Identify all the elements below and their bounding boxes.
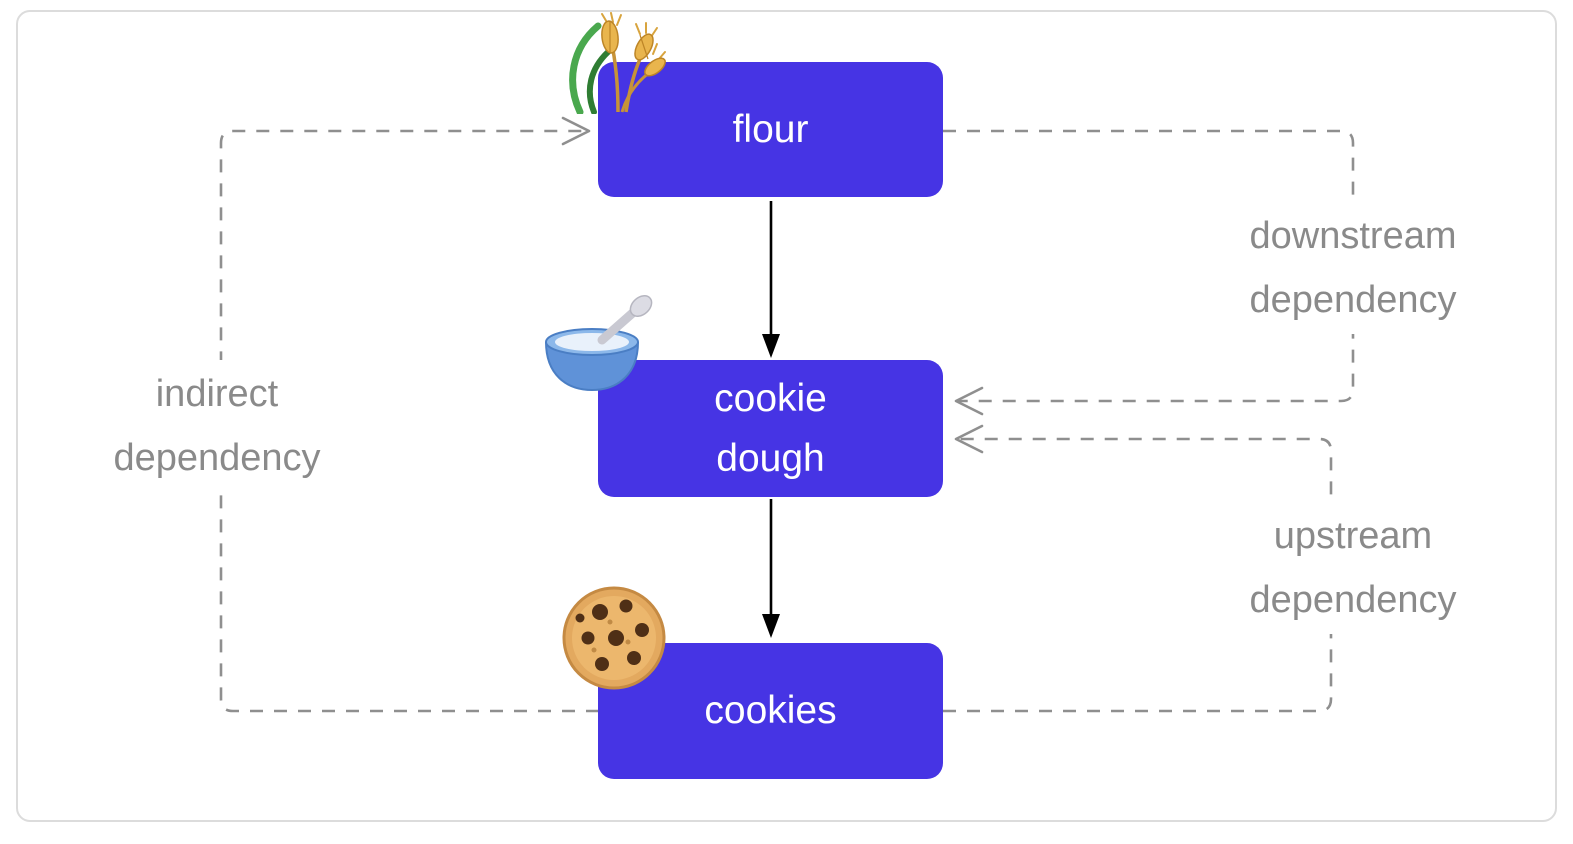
edge-label-indirect-dependency: indirect dependency xyxy=(101,360,333,492)
edge-label-downstream-dependency: downstream dependency xyxy=(1237,202,1469,334)
edge-label-upstream-line2: dependency xyxy=(1249,579,1457,621)
edge-label-downstream-line2: dependency xyxy=(1249,279,1457,321)
edge-indirect-dependency xyxy=(219,129,599,713)
node-flour-label: flour xyxy=(732,107,809,151)
node-cookie-dough-label-line1: cookie xyxy=(714,376,827,420)
chocolate-chip-cookie-icon xyxy=(562,586,666,690)
wheat-sheaf-icon xyxy=(569,12,666,114)
arrowhead-dough-to-cookies xyxy=(762,614,780,638)
edge-label-downstream-line1: downstream xyxy=(1249,215,1457,257)
edge-label-indirect-line1: indirect xyxy=(155,373,279,415)
arrowhead-indirect-dependency xyxy=(561,116,591,146)
node-cookie-dough-label-line2: dough xyxy=(716,436,825,480)
edge-label-indirect-line2: dependency xyxy=(113,437,321,479)
canvas-border xyxy=(16,10,1557,822)
node-flour: flour xyxy=(598,62,943,197)
edge-upstream-dependency xyxy=(943,437,1333,713)
arrowhead-downstream-dependency xyxy=(954,386,984,416)
node-cookie-dough: cookie dough xyxy=(598,360,943,497)
edge-label-upstream-line1: upstream xyxy=(1273,515,1433,557)
arrowhead-flour-to-dough xyxy=(762,334,780,358)
node-cookies-label: cookies xyxy=(704,689,837,732)
arrowhead-upstream-dependency xyxy=(954,424,984,454)
bowl-with-spoon-icon xyxy=(545,295,653,392)
edge-label-upstream-dependency: upstream dependency xyxy=(1237,502,1469,634)
